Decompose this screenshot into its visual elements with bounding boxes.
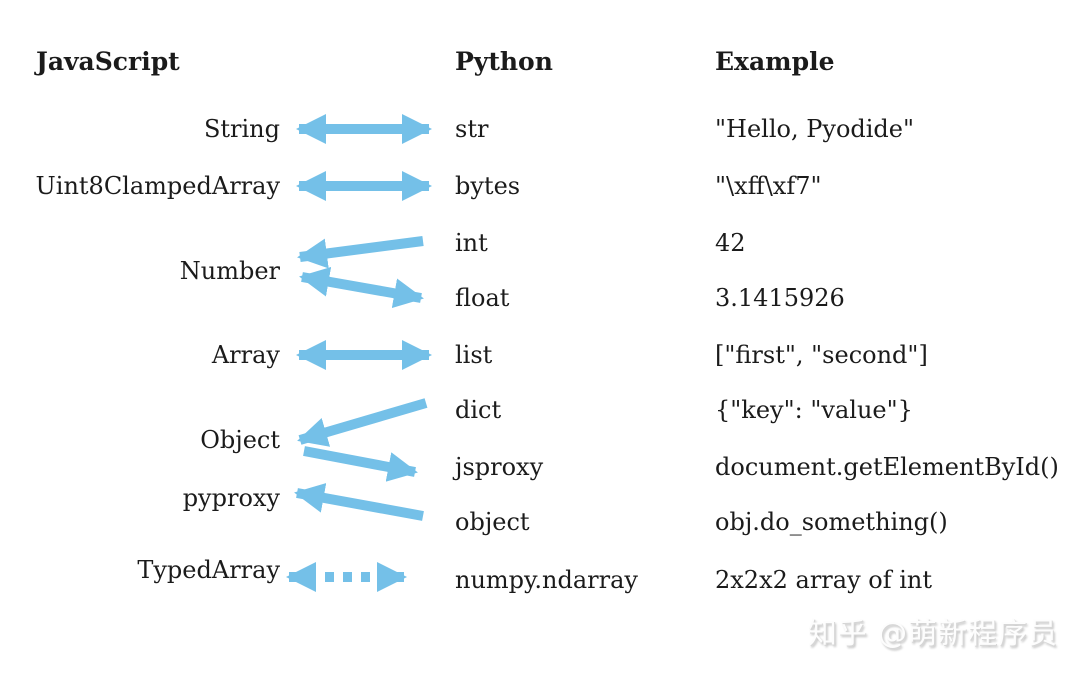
- column-header-example: Example: [715, 47, 835, 76]
- py-type-object: object: [455, 508, 530, 536]
- example-numpy-ndarray: 2x2x2 array of int: [715, 566, 932, 594]
- js-type-typedarray: TypedArray: [137, 556, 280, 584]
- js-type-array: Array: [211, 341, 280, 369]
- column-header-javascript: JavaScript: [36, 47, 180, 76]
- js-type-pyproxy: pyproxy: [182, 484, 280, 512]
- arrow-object-to-jsproxy: [303, 446, 418, 482]
- example-object: obj.do_something(): [715, 508, 948, 536]
- js-type-object: Object: [200, 426, 280, 454]
- example-int: 42: [715, 229, 746, 257]
- example-str: "Hello, Pyodide": [715, 115, 915, 143]
- py-type-list: list: [455, 341, 493, 369]
- example-jsproxy: document.getElementById(): [715, 453, 1059, 481]
- example-bytes: "\xff\xf7": [715, 172, 822, 200]
- example-dict: {"key": "value"}: [715, 396, 913, 424]
- js-type-uint8clampedarray: Uint8ClampedArray: [35, 172, 280, 200]
- watermark-zhihu: 知乎 @萌新程序员: [807, 616, 1058, 650]
- js-type-number: Number: [179, 257, 280, 285]
- example-float: 3.1415926: [715, 284, 845, 312]
- py-type-str: str: [455, 115, 489, 143]
- py-type-float: float: [455, 284, 510, 312]
- py-type-jsproxy: jsproxy: [455, 453, 544, 481]
- py-type-bytes: bytes: [455, 172, 521, 200]
- arrow-object-to-pyproxy: [294, 483, 424, 521]
- arrow-dict-to-object: [297, 398, 428, 447]
- column-header-python: Python: [455, 47, 553, 76]
- js-type-string: String: [203, 115, 280, 143]
- arrow-number-float-bidirectional: [299, 266, 424, 309]
- py-type-numpy-ndarray: numpy.ndarray: [455, 566, 638, 594]
- py-type-dict: dict: [455, 396, 502, 424]
- arrow-int-to-number: [297, 236, 424, 269]
- py-type-int: int: [455, 229, 488, 257]
- example-list: ["first", "second"]: [715, 341, 928, 369]
